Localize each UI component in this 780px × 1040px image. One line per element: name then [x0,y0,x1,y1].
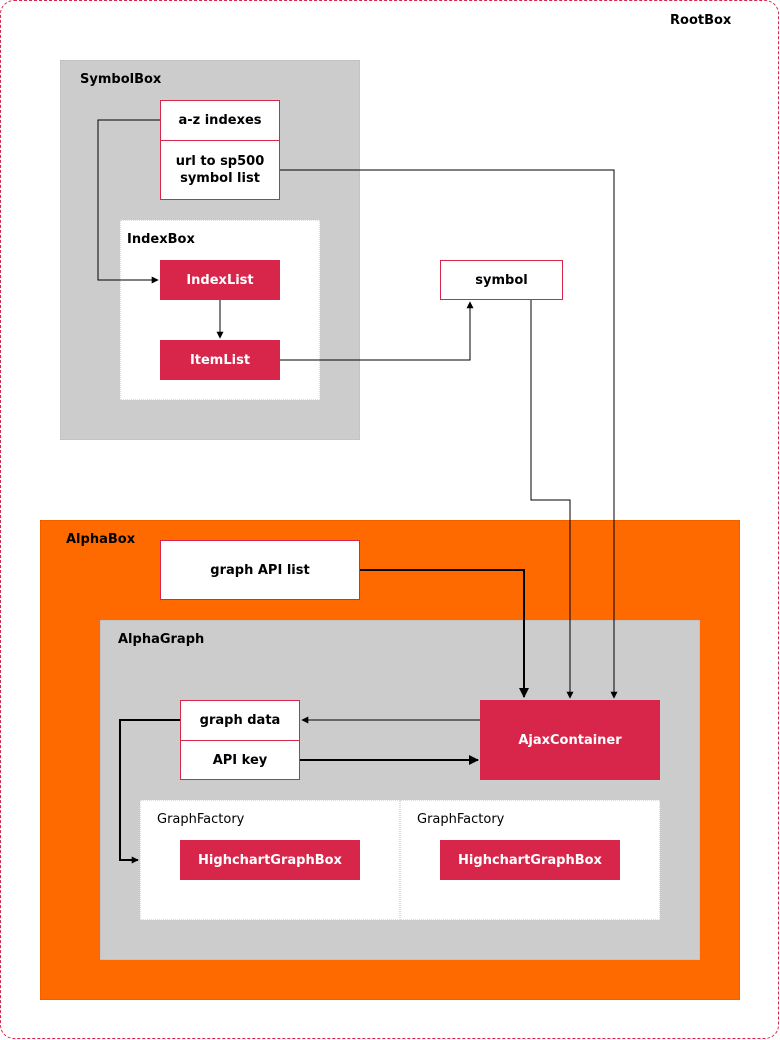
alpha-graph-label: AlphaGraph [118,632,205,647]
graph-api-list-node[interactable]: graph API list [160,540,360,600]
graph-factory-2-label: GraphFactory [417,812,505,827]
graph-factory-1-label: GraphFactory [157,812,245,827]
url-symbol-list-node[interactable]: url to sp500 symbol list [160,140,280,200]
graph-data-node[interactable]: graph data [180,700,300,741]
item-list-node[interactable]: ItemList [160,340,280,380]
az-indexes-node[interactable]: a-z indexes [160,100,280,141]
symbol-node[interactable]: symbol [440,260,563,300]
highchart-graph-box-1[interactable]: HighchartGraphBox [180,840,360,880]
index-box-label: IndexBox [127,232,195,247]
alpha-box-label: AlphaBox [66,532,136,547]
api-key-node[interactable]: API key [180,740,300,780]
highchart-graph-box-2[interactable]: HighchartGraphBox [440,840,620,880]
root-box-label: RootBox [670,13,732,28]
symbol-box-label: SymbolBox [80,72,162,87]
ajax-container-node[interactable]: AjaxContainer [480,700,660,780]
index-list-node[interactable]: IndexList [160,260,280,300]
